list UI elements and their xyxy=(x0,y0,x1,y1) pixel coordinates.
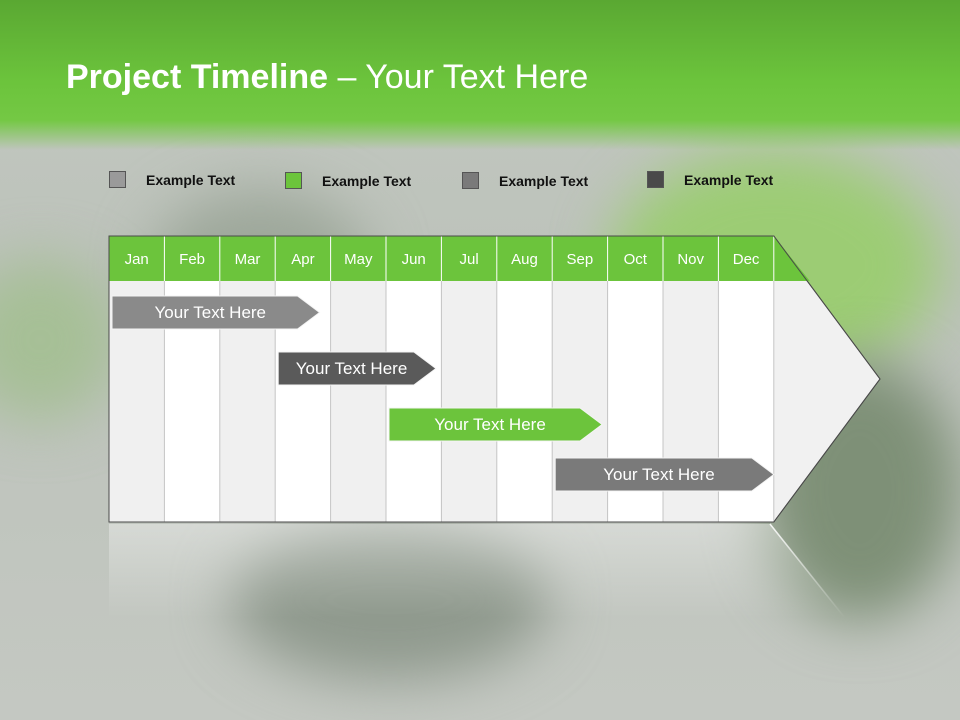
month-column xyxy=(386,281,442,522)
month-label: Aug xyxy=(511,251,538,268)
month-column xyxy=(330,281,386,522)
legend-item: Example Text xyxy=(285,172,411,189)
task-bar-label: Your Text Here xyxy=(434,415,546,434)
month-label: Sep xyxy=(567,251,594,268)
legend-item: Example Text xyxy=(647,171,773,188)
task-bar xyxy=(277,351,437,386)
task-bar-label: Your Text Here xyxy=(155,303,267,322)
task-bar-label: Your Text Here xyxy=(603,465,715,484)
month-label: Feb xyxy=(179,251,205,268)
month-column xyxy=(496,281,553,522)
reflection-edge xyxy=(769,523,846,619)
month-label: Oct xyxy=(624,251,648,268)
legend-swatch xyxy=(462,172,479,189)
legend-label: Example Text xyxy=(146,171,236,188)
month-label: Dec xyxy=(733,251,760,268)
legend-item: Example Text xyxy=(109,171,235,188)
header-band xyxy=(0,0,960,150)
month-label: Jul xyxy=(460,251,479,268)
legend-swatch xyxy=(109,171,126,188)
legend-item: Example Text xyxy=(462,172,588,189)
legend-label: Example Text xyxy=(684,171,774,188)
title-rest: – Your Text Here xyxy=(328,58,589,96)
month-label: Jun xyxy=(402,251,426,268)
legend-label: Example Text xyxy=(322,172,412,189)
month-header-arrow xyxy=(773,236,810,281)
month-label: May xyxy=(344,251,373,268)
legend-label: Example Text xyxy=(499,172,589,189)
task-bar xyxy=(554,457,775,492)
month-label: Mar xyxy=(235,251,261,268)
page-title: Project Timeline – Your Text Here xyxy=(66,58,588,97)
month-column xyxy=(441,281,497,522)
timeline-arrow-outline xyxy=(108,235,881,523)
legend-swatch xyxy=(285,172,302,189)
legend-swatch xyxy=(647,171,664,188)
reflection-fill xyxy=(109,524,845,618)
task-bar xyxy=(388,407,603,442)
month-label: Jan xyxy=(125,251,149,268)
month-label: Apr xyxy=(291,251,314,268)
task-bar-label: Your Text Here xyxy=(296,359,408,378)
title-bold: Project Timeline xyxy=(66,58,329,96)
task-bar xyxy=(111,295,321,330)
month-label: Nov xyxy=(677,251,704,268)
